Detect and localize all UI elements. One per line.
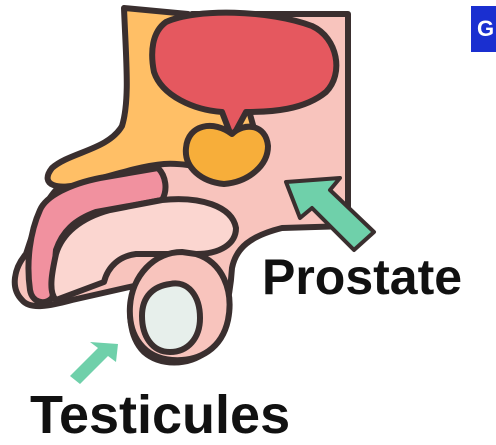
arrow-icon	[70, 342, 118, 384]
corner-badge-text: G	[477, 16, 494, 42]
testicules-label: Testicules	[30, 388, 290, 442]
prostate-label: Prostate	[262, 252, 462, 302]
testicle	[142, 283, 200, 352]
arrow-icon	[286, 178, 374, 250]
corner-badge: G	[471, 6, 496, 52]
